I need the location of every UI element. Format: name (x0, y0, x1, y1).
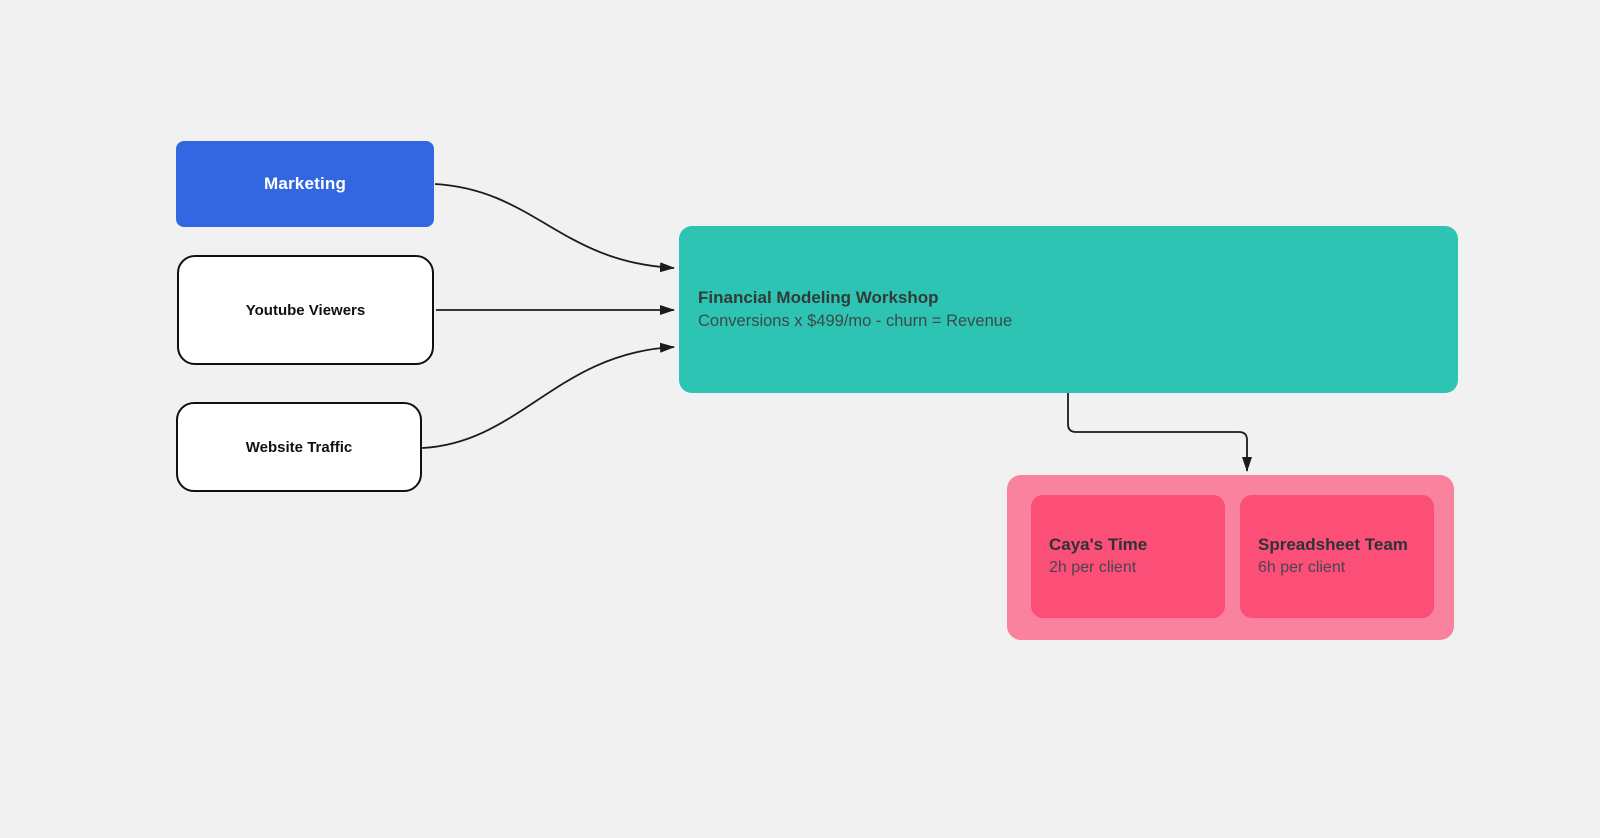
node-website-traffic[interactable]: Website Traffic (176, 402, 422, 492)
workshop-subtitle: Conversions x $499/mo - churn = Revenue (698, 311, 1013, 330)
node-website-traffic-label: Website Traffic (245, 438, 353, 456)
node-youtube-viewers[interactable]: Youtube Viewers (177, 255, 434, 365)
cayas-time-subtitle: 2h per client (1049, 559, 1137, 577)
connector-website-traffic-to-workshop[interactable] (421, 342, 675, 449)
node-spreadsheet-team[interactable]: Spreadsheet Team 6h per client (1240, 495, 1434, 618)
spreadsheet-team-subtitle: 6h per client (1258, 559, 1346, 577)
node-marketing[interactable]: Marketing (176, 141, 434, 227)
delivery-group-container[interactable]: Caya's Time 2h per client Spreadsheet Te… (1007, 475, 1454, 640)
spreadsheet-team-title: Spreadsheet Team (1258, 535, 1408, 555)
node-marketing-label: Marketing (263, 174, 347, 193)
node-youtube-viewers-label: Youtube Viewers (245, 301, 366, 319)
cayas-time-title: Caya's Time (1049, 535, 1148, 555)
connector-marketing-to-workshop[interactable] (434, 183, 675, 273)
node-financial-modeling-workshop[interactable]: Financial Modeling Workshop Conversions … (679, 226, 1458, 393)
connector-workshop-to-delivery-group[interactable] (1067, 393, 1252, 472)
node-cayas-time[interactable]: Caya's Time 2h per client (1031, 495, 1225, 618)
workshop-title: Financial Modeling Workshop (698, 287, 939, 307)
